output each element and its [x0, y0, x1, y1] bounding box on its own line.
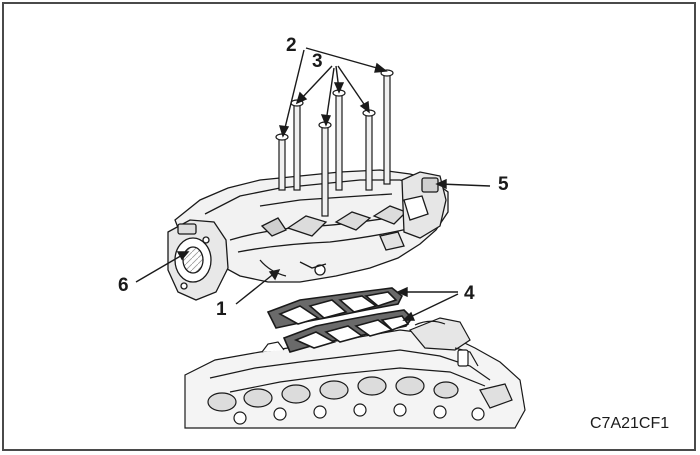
intake-manifold [174, 169, 449, 283]
throttle-body [167, 219, 229, 301]
callout-label-4: 4 [464, 283, 475, 304]
callout-label-2: 2 [286, 35, 297, 56]
callout-label-5: 5 [498, 174, 509, 195]
manifold-rear-end [401, 171, 447, 239]
engine-block [184, 317, 526, 429]
leader-lines [135, 47, 491, 321]
callout-label-1: 1 [216, 299, 227, 320]
bolts [275, 69, 394, 217]
gasket-lower [282, 309, 414, 353]
figure-code: C7A21CF1 [590, 415, 670, 432]
callout-label-6: 6 [118, 275, 129, 296]
gasket-upper [266, 287, 404, 329]
callout-label-3: 3 [312, 51, 323, 72]
